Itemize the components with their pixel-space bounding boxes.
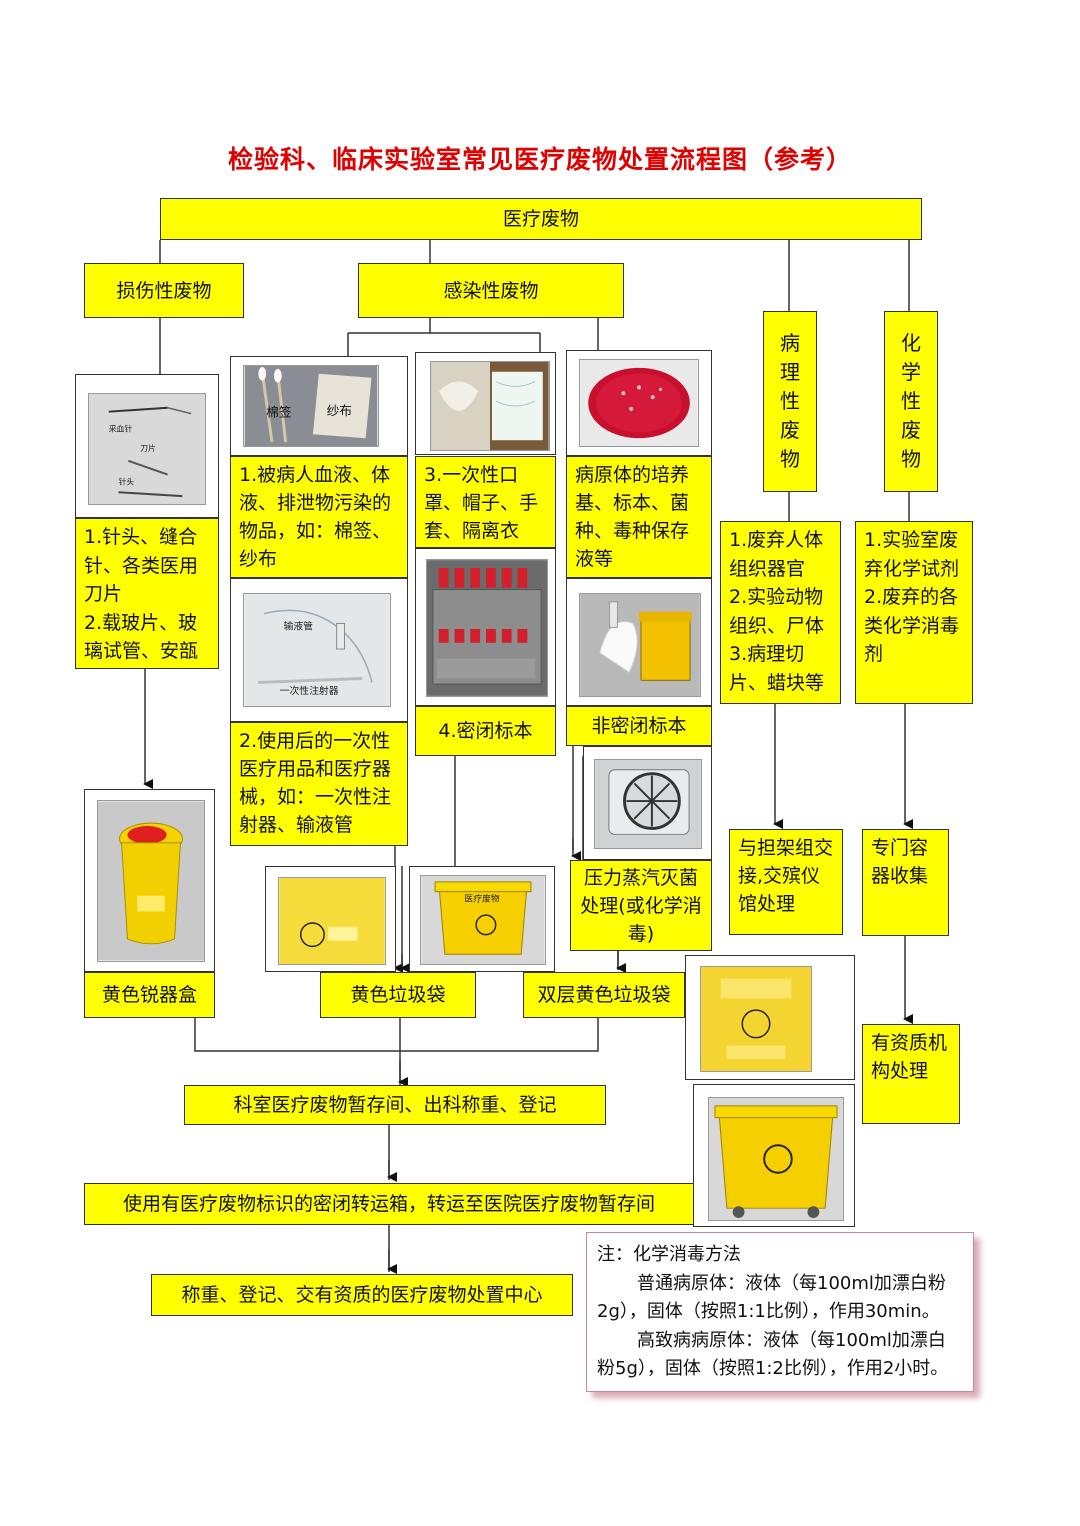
sealed-photo bbox=[426, 559, 548, 697]
infectious-waste-label: 感染性废物 bbox=[443, 279, 539, 302]
double-bag-photo bbox=[700, 966, 812, 1072]
disposal-center-label: 称重、登记、交有资质的医疗废物处置中心 bbox=[181, 1284, 543, 1306]
protective-photo bbox=[430, 361, 550, 451]
disposal-center-box: 称重、登记、交有资质的医疗废物处置中心 bbox=[151, 1274, 573, 1316]
gauze-label: 纱布 bbox=[327, 403, 352, 418]
unsealed-specimen-label: 非密闭标本 bbox=[591, 715, 687, 737]
wheelie-bin-photo bbox=[708, 1097, 844, 1221]
pathological-char: 性 bbox=[780, 389, 800, 413]
medical-waste-label: 医疗废物 bbox=[502, 208, 579, 230]
yellow-sharps-box-label-box: 黄色锐器盒 bbox=[84, 972, 215, 1018]
yellow-bin-photo: 医疗废物 bbox=[420, 875, 546, 965]
culture-photo-frame bbox=[566, 350, 712, 456]
yellow-bag-photo-frame bbox=[265, 866, 396, 972]
protective-photo-frame bbox=[415, 352, 556, 455]
autoclave-photo bbox=[594, 759, 702, 849]
sharps-photo-frame: 采血针 刀片 针头 bbox=[75, 374, 219, 518]
double-yellow-bag-label: 双层黄色垃圾袋 bbox=[537, 984, 671, 1006]
sealed-photo-frame bbox=[415, 548, 556, 706]
page-title: 检验科、临床实验室常见医疗废物处置流程图（参考） bbox=[227, 145, 852, 174]
transfer-label: 使用有医疗废物标识的密闭转运箱，转运至医院医疗废物暂存间 bbox=[122, 1193, 655, 1215]
pathological-char: 病 bbox=[780, 331, 800, 355]
dept-storage-label: 科室医疗废物暂存间、出科称重、登记 bbox=[233, 1094, 557, 1116]
sealed-specimen-label: 4.密闭标本 bbox=[438, 720, 533, 742]
needle-label: 针头 bbox=[119, 476, 135, 486]
contaminated-desc-box: 1.被病人血液、体液、排泄物污染的物品，如：棉签、纱布 bbox=[230, 456, 408, 578]
culture-photo bbox=[579, 359, 699, 447]
bin-label: 医疗废物 bbox=[464, 892, 499, 904]
chemical-waste-box: 化 学 性 废 物 bbox=[884, 311, 938, 492]
special-container-box: 专门容器收集 bbox=[862, 829, 949, 936]
disinfection-note: 注：化学消毒方法 普通病原体：液体（每100ml加漂白粉2g），固体（按照1:1… bbox=[586, 1232, 974, 1392]
medical-waste-box: 医疗废物 bbox=[160, 198, 922, 240]
pathological-waste-box: 病 理 性 废 物 bbox=[763, 311, 817, 492]
culture-desc-box: 病原体的培养基、标本、菌种、毒种保存液等 bbox=[566, 456, 712, 578]
lancet-label: 采血针 bbox=[109, 423, 133, 433]
chemical-char: 废 bbox=[901, 418, 921, 442]
blade-label: 刀片 bbox=[140, 443, 156, 453]
transfer-box: 使用有医疗废物标识的密闭转运箱，转运至医院医疗废物暂存间 bbox=[84, 1183, 694, 1225]
sealed-specimen-box: 4.密闭标本 bbox=[415, 706, 556, 756]
infusion-photo: 输液管 一次性注射器 bbox=[243, 593, 391, 707]
chemical-char: 化 bbox=[901, 331, 921, 355]
yellow-bag-label-box: 黄色垃圾袋 bbox=[320, 972, 476, 1018]
yellow-bag-label: 黄色垃圾袋 bbox=[350, 984, 446, 1006]
used-disposable-desc-box: 2.使用后的一次性医疗用品和医疗器械，如：一次性注射器、输液管 bbox=[230, 722, 408, 846]
sharps-waste-box: 损伤性废物 bbox=[84, 263, 244, 318]
double-yellow-bag-box: 双层黄色垃圾袋 bbox=[523, 972, 685, 1018]
chemical-char: 学 bbox=[901, 360, 921, 384]
sharps-desc-box: 1.针头、缝合针、各类医用刀片 2.载玻片、玻璃试管、安瓿 bbox=[75, 518, 219, 669]
sharps-box-photo-frame bbox=[84, 789, 215, 972]
pathological-char: 理 bbox=[780, 360, 800, 384]
chemical-desc-box: 1.实验室废弃化学试剂 2.废弃的各类化学消毒剂 bbox=[855, 521, 973, 704]
chemical-char: 物 bbox=[901, 447, 921, 471]
infusion-tube-label: 输液管 bbox=[284, 619, 314, 632]
unsealed-photo bbox=[579, 593, 701, 697]
infectious-waste-box: 感染性废物 bbox=[358, 263, 624, 318]
swab-photo: 棉签 纱布 bbox=[243, 365, 379, 447]
swab-photo-frame: 棉签 纱布 bbox=[230, 356, 408, 456]
pathological-char: 物 bbox=[780, 447, 800, 471]
protective-desc-box: 3.一次性口罩、帽子、手套、隔离衣 bbox=[415, 456, 556, 548]
pathological-desc-box: 1.废弃人体组织器官 2.实验动物组织、尸体 3.病理切片、蜡块等 bbox=[720, 521, 841, 704]
yellow-bag-photo bbox=[278, 877, 386, 965]
swab-label: 棉签 bbox=[266, 405, 292, 420]
syringe-label: 一次性注射器 bbox=[280, 684, 339, 697]
autoclave-photo-frame bbox=[583, 746, 712, 860]
sharps-photo: 采血针 刀片 针头 bbox=[88, 393, 206, 505]
note-line-ordinary: 普通病原体：液体（每100ml加漂白粉2g），固体（按照1:1比例），作用30m… bbox=[597, 1272, 946, 1323]
unsealed-photo-frame bbox=[566, 578, 712, 706]
qualified-agency-box: 有资质机构处理 bbox=[862, 1024, 960, 1124]
chemical-char: 性 bbox=[901, 389, 921, 413]
yellow-bin-photo-frame: 医疗废物 bbox=[409, 866, 555, 972]
yellow-sharps-box-label: 黄色锐器盒 bbox=[101, 984, 197, 1006]
note-line-high: 高致病病原体：液体（每100ml加漂白粉5g），固体（按照1:2比例），作用2小… bbox=[597, 1329, 949, 1380]
sharps-box-photo bbox=[97, 800, 205, 962]
autoclave-box: 压力蒸汽灭菌处理(或化学消毒) bbox=[570, 860, 712, 951]
funeral-handover-box: 与担架组交接,交殡仪馆处理 bbox=[729, 829, 843, 935]
dept-storage-box: 科室医疗废物暂存间、出科称重、登记 bbox=[184, 1085, 606, 1125]
pathological-char: 废 bbox=[780, 418, 800, 442]
unsealed-specimen-box: 非密闭标本 bbox=[566, 706, 712, 746]
sharps-waste-label: 损伤性废物 bbox=[116, 279, 212, 302]
note-heading: 注：化学消毒方法 bbox=[597, 1244, 741, 1265]
wheelie-bin-photo-frame bbox=[693, 1084, 855, 1227]
double-bag-photo-frame bbox=[685, 955, 855, 1080]
infusion-photo-frame: 输液管 一次性注射器 bbox=[230, 578, 408, 722]
